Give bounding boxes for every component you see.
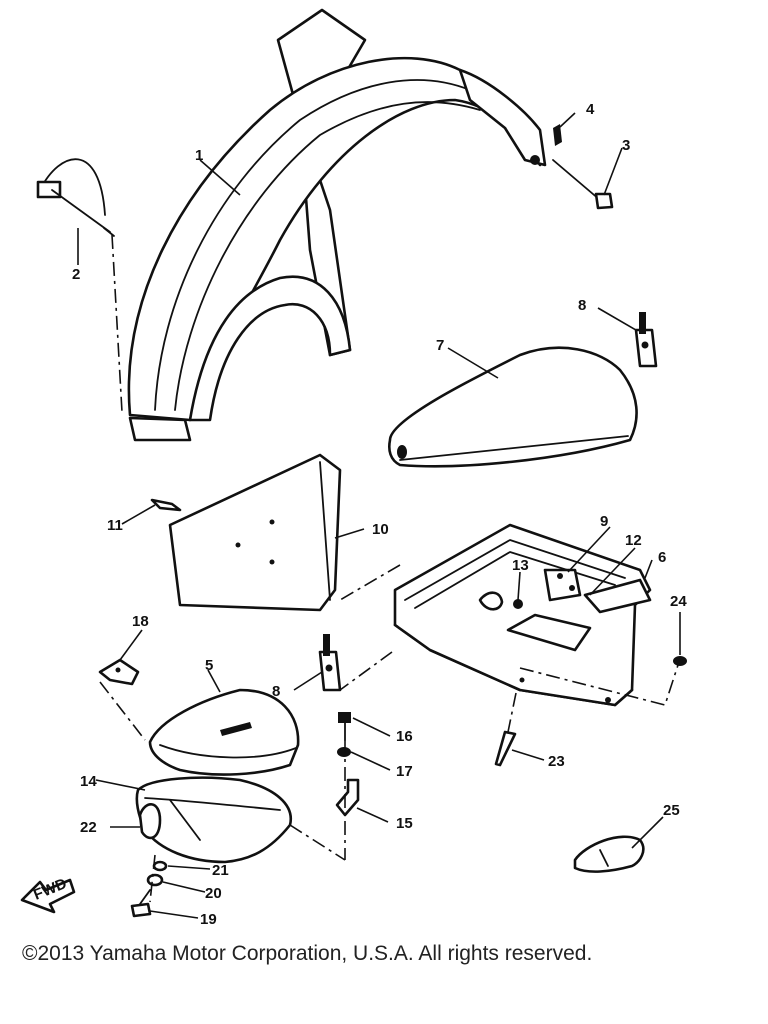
label-17: 17 — [396, 763, 413, 780]
connector-25 — [573, 835, 645, 873]
label-21: 21 — [212, 862, 229, 879]
bracket-upper — [634, 312, 658, 368]
label-13: 13 — [512, 557, 529, 574]
label-2: 2 — [72, 266, 80, 283]
bolt-16 — [338, 712, 351, 741]
callout-labels: 1 2 3 4 5 6 7 8 8 9 10 11 12 13 14 15 16… — [72, 101, 687, 928]
bracket-lower — [318, 634, 342, 692]
seat — [388, 346, 638, 468]
copyright-notice: ©2013 Yamaha Motor Corporation, U.S.A. A… — [22, 942, 593, 965]
bracket-15 — [335, 778, 360, 817]
label-1: 1 — [195, 147, 203, 164]
label-19: 19 — [200, 911, 217, 928]
label-15: 15 — [396, 815, 413, 832]
tool-box — [393, 523, 652, 707]
label-25: 25 — [663, 802, 680, 819]
washer-21 — [152, 860, 168, 872]
label-23: 23 — [548, 753, 565, 770]
fwd-marker: FWD — [20, 875, 76, 914]
label-7: 7 — [436, 337, 444, 354]
label-12: 12 — [625, 532, 642, 549]
bolt-and-washer — [552, 124, 614, 210]
label-14: 14 — [80, 773, 97, 790]
label-8a: 8 — [578, 297, 586, 314]
pin-23 — [494, 730, 517, 767]
washer-17 — [337, 747, 351, 757]
grommet-24 — [673, 656, 687, 666]
label-6: 6 — [658, 549, 666, 566]
label-10: 10 — [372, 521, 389, 538]
parts-diagram: FWD — [20, 8, 687, 928]
clip-18 — [98, 658, 140, 686]
air-filter-cover — [148, 688, 300, 776]
band-22 — [138, 803, 162, 840]
label-4: 4 — [586, 101, 595, 118]
label-22: 22 — [80, 819, 97, 836]
rear-fender — [127, 8, 547, 442]
seat-strap — [36, 158, 115, 237]
label-11: 11 — [107, 517, 123, 534]
label-8b: 8 — [272, 683, 280, 700]
label-9: 9 — [600, 513, 608, 530]
label-24: 24 — [670, 593, 687, 610]
label-16: 16 — [396, 728, 413, 745]
washer-20 — [146, 873, 164, 887]
label-18: 18 — [132, 613, 149, 630]
leader-lines — [77, 112, 681, 919]
cover-panel — [168, 453, 342, 612]
label-5: 5 — [205, 657, 213, 674]
assembly-lines — [99, 234, 679, 903]
label-3: 3 — [622, 137, 630, 154]
label-20: 20 — [205, 885, 222, 902]
bolt-19 — [130, 889, 152, 918]
screw-11 — [150, 498, 182, 512]
